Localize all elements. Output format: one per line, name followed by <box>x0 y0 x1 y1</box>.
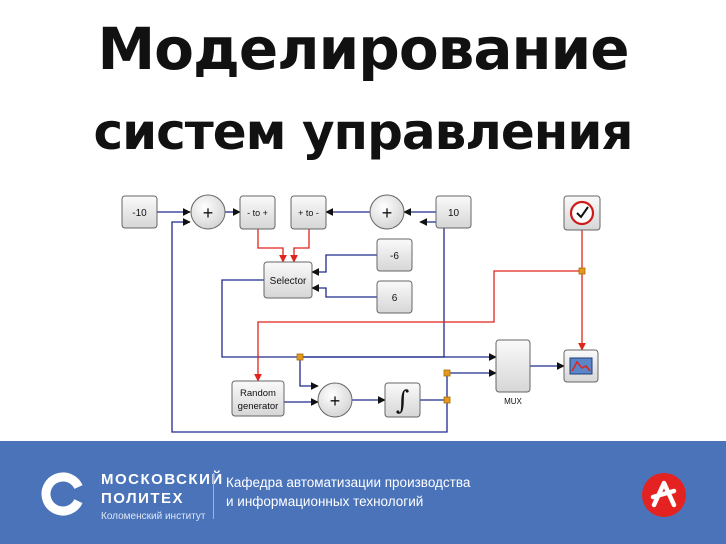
split-point <box>578 267 586 275</box>
label-const-6: 6 <box>392 293 398 304</box>
const-neg6-block[interactable] <box>376 238 413 272</box>
saturation-pos-to-neg-block[interactable] <box>290 195 327 230</box>
const-10-block[interactable] <box>435 195 472 229</box>
brand-name-line-2: ПОЛИТЕХ <box>101 490 185 507</box>
polytech-logo-icon <box>41 472 85 516</box>
wire-feedback-to-sum2 <box>300 218 445 358</box>
block-diagram: -10 - to + + to - 10 -6 6 Selector Rando… <box>121 194 601 433</box>
clock-icon <box>569 200 595 226</box>
event-sat2-to-selector <box>290 229 310 263</box>
wire-feedback-to-sum1 <box>171 218 448 433</box>
brand-name-line-1: МОСКОВСКИЙ <box>101 471 224 488</box>
sum-symbol-1: + <box>203 203 214 223</box>
const-6-block[interactable] <box>376 280 413 314</box>
title-line-1: Моделирование <box>97 15 629 83</box>
label-saturation-neg-to-pos: - to + <box>247 208 268 218</box>
label-const-10: 10 <box>448 208 460 219</box>
integrator-symbol: ∫ <box>396 386 410 416</box>
event-wires <box>254 229 586 382</box>
sum-block-1[interactable] <box>190 194 226 230</box>
split-point <box>443 369 451 377</box>
random-generator-block[interactable] <box>231 380 285 417</box>
wire-split-to-sum3 <box>299 357 319 390</box>
const-neg10-block[interactable] <box>121 195 158 229</box>
mux-block[interactable] <box>495 339 531 393</box>
signal-wires <box>157 208 565 433</box>
sum-symbol-2: + <box>382 203 393 223</box>
label-random-line1: Random <box>240 388 276 399</box>
event-sat1-to-selector <box>257 229 287 263</box>
event-clock-to-random <box>254 270 582 382</box>
footer-divider <box>213 473 214 519</box>
label-selector: Selector <box>270 276 307 287</box>
split-point <box>443 396 451 404</box>
integrator-block[interactable] <box>384 382 421 418</box>
footer-banner: МОСКОВСКИЙ ПОЛИТЕХ Коломенский институт … <box>0 441 726 544</box>
red-badge-icon <box>642 473 686 517</box>
sum-block-2[interactable] <box>369 194 405 230</box>
split-points <box>296 267 586 404</box>
department-line-2: и информационных технологий <box>226 494 424 509</box>
label-const-neg10: -10 <box>132 208 147 219</box>
label-const-neg6: -6 <box>390 251 399 262</box>
wire-selector-to-mux <box>221 279 497 361</box>
label-mux: MUX <box>504 397 522 406</box>
selector-block[interactable] <box>263 261 313 299</box>
department-line-1: Кафедра автоматизации производства <box>226 475 471 490</box>
wire-6-to-selector <box>311 284 377 298</box>
scope-icon <box>569 357 593 375</box>
sum-symbol-3: + <box>330 391 341 411</box>
label-random-line2: generator <box>238 401 279 412</box>
brand-institute: Коломенский институт <box>101 511 206 522</box>
split-point <box>296 353 304 361</box>
wire-neg6-to-selector <box>311 254 377 276</box>
saturation-neg-to-pos-block[interactable] <box>239 195 276 230</box>
sum-block-3[interactable] <box>317 382 353 418</box>
wire-integrator-to-mux <box>420 369 497 401</box>
title-line-2: систем управления <box>93 103 633 161</box>
label-saturation-pos-to-neg: + to - <box>298 208 319 218</box>
